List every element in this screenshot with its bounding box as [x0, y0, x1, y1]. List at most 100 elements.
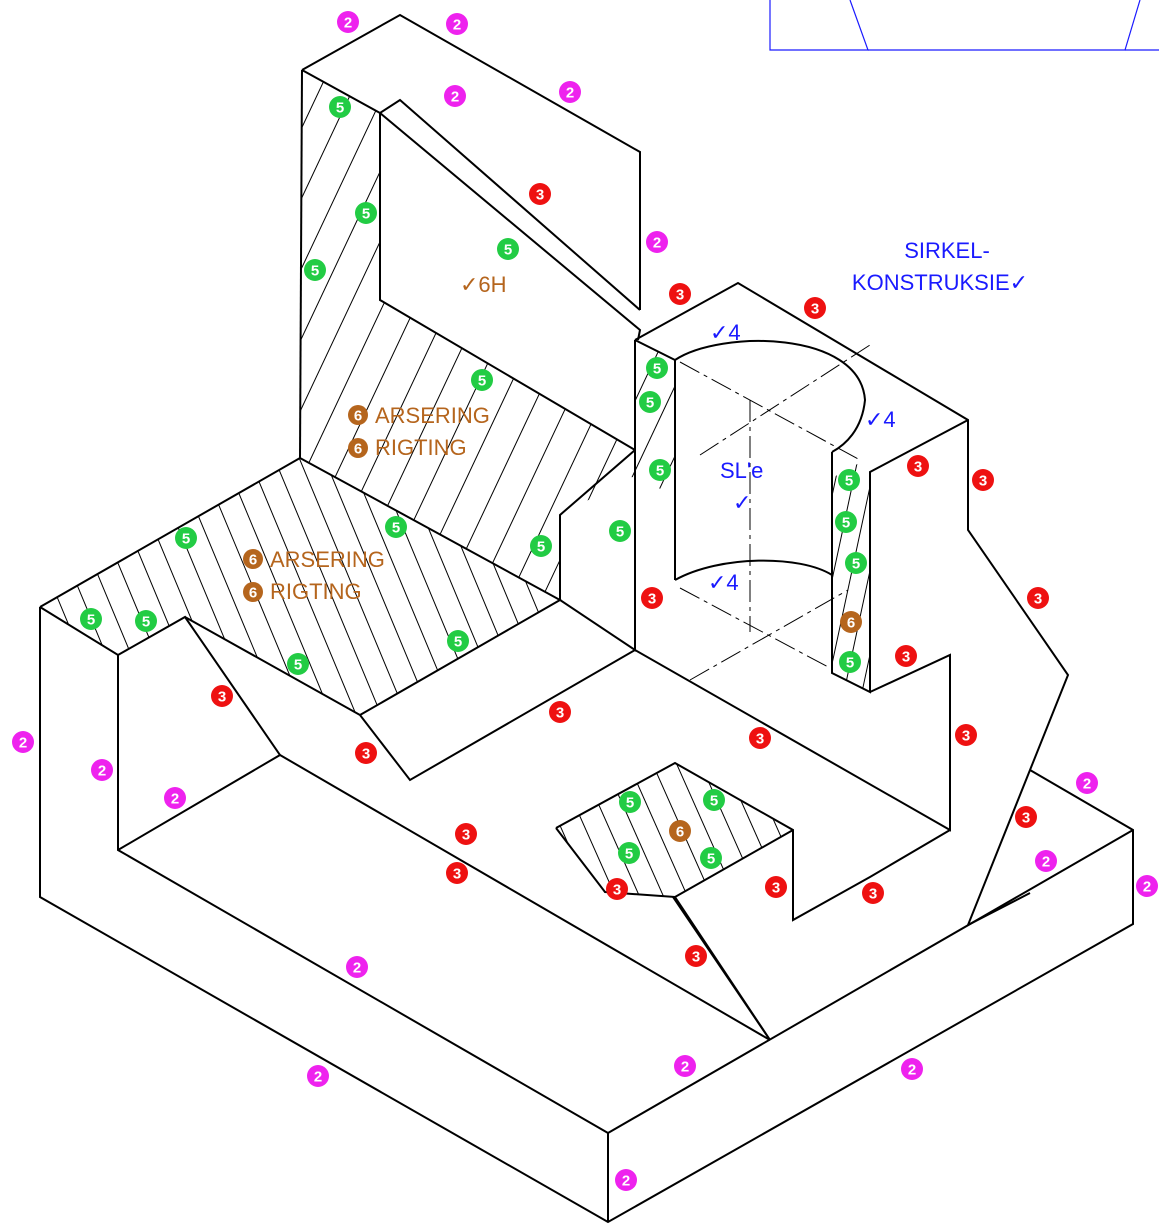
badge-circle — [895, 645, 917, 667]
badge-magenta-16: 2 — [615, 1169, 637, 1191]
badge-number: 6 — [847, 615, 855, 632]
badge-green-56: 5 — [839, 651, 861, 673]
badge-number: 3 — [962, 728, 970, 745]
badge-circle — [287, 653, 309, 675]
badge-number: 5 — [182, 531, 190, 548]
badge-circle — [840, 611, 862, 633]
badge-circle — [838, 469, 860, 491]
badge-magenta-7: 2 — [91, 759, 113, 781]
badge-circle — [135, 610, 157, 632]
circle-construction-label-line2: KONSTRUKSIE✓ — [852, 270, 1028, 295]
badge-magenta-15: 2 — [1136, 875, 1158, 897]
badge-number: 5 — [842, 515, 850, 532]
hatch-upper-label-line2: RIGTING — [375, 435, 467, 460]
badge-circle — [1136, 875, 1158, 897]
badge-circle — [91, 759, 113, 781]
badge-circle — [164, 787, 186, 809]
badge-number: 3 — [869, 886, 877, 903]
badge-circle — [530, 535, 552, 557]
badge-circle — [907, 455, 929, 477]
badge-number: 3 — [536, 187, 544, 204]
badge-red-30: 3 — [455, 823, 477, 845]
badge-number: 3 — [772, 880, 780, 897]
badge-green-42: 5 — [646, 357, 668, 379]
badge-circle — [669, 283, 691, 305]
badge-number: 6 — [676, 824, 684, 841]
badge-circle — [346, 956, 368, 978]
badge-number: 5 — [87, 612, 95, 629]
badge-brown-label-1: 6 — [348, 405, 368, 425]
badge-green-55: 5 — [845, 552, 867, 574]
badge-magenta-6: 2 — [12, 731, 34, 753]
badge-magenta-11: 2 — [674, 1055, 696, 1077]
svg-text:6: 6 — [249, 585, 257, 602]
badge-magenta-4: 2 — [559, 81, 581, 103]
badge-green-38: 5 — [355, 202, 377, 224]
badge-circle — [497, 238, 519, 260]
badge-red-17: 3 — [529, 183, 551, 205]
badge-magenta-9: 2 — [346, 956, 368, 978]
badge-circle — [646, 231, 668, 253]
badge-number: 3 — [648, 591, 656, 608]
badge-circle — [1076, 772, 1098, 794]
badge-circle — [641, 587, 663, 609]
badge-magenta-13: 2 — [1076, 772, 1098, 794]
badge-number: 5 — [710, 793, 718, 810]
badge-number: 2 — [314, 1069, 322, 1086]
svg-text:6: 6 — [354, 441, 362, 458]
badge-circle — [529, 183, 551, 205]
badge-number: 3 — [1034, 591, 1042, 608]
badge-number: 5 — [537, 539, 545, 556]
badge-brown-label-4: 6 — [243, 582, 263, 602]
badge-number: 2 — [98, 763, 106, 780]
badge-brown-label-2: 6 — [348, 438, 368, 458]
badge-number: 2 — [1143, 879, 1151, 896]
badge-circle — [1027, 587, 1049, 609]
badge-number: 5 — [616, 524, 624, 541]
badge-number: 5 — [504, 242, 512, 259]
circle-construction-label-line1: SIRKEL- — [904, 238, 990, 263]
badge-green-58: 5 — [703, 789, 725, 811]
badge-number: 2 — [1042, 854, 1050, 871]
badge-number: 5 — [845, 473, 853, 490]
badge-green-53: 5 — [838, 469, 860, 491]
badge-number: 5 — [625, 846, 633, 863]
badge-number: 5 — [846, 655, 854, 672]
object-edges — [39, 0, 1159, 1224]
badge-number: 2 — [344, 15, 352, 32]
badge-red-24: 3 — [895, 645, 917, 667]
badge-magenta-3: 2 — [444, 85, 466, 107]
badge-number: 3 — [613, 882, 621, 899]
badge-green-51: 5 — [287, 653, 309, 675]
badge-circle — [703, 789, 725, 811]
badge-circle — [355, 202, 377, 224]
check-4-right-label: ✓4 — [865, 407, 896, 432]
badge-circle — [862, 882, 884, 904]
badge-number: 3 — [979, 473, 987, 490]
badge-number: 3 — [453, 866, 461, 883]
badge-circle — [639, 391, 661, 413]
badge-red-21: 3 — [972, 469, 994, 491]
badge-red-29: 3 — [749, 727, 771, 749]
badge-red-19: 3 — [804, 297, 826, 319]
section-hatching — [40, 70, 870, 897]
badge-circle — [444, 85, 466, 107]
badge-circle — [307, 1065, 329, 1087]
badge-number: 2 — [353, 960, 361, 977]
badge-circle — [12, 731, 34, 753]
badge-brown-61: 6 — [840, 611, 862, 633]
badge-number: 3 — [218, 689, 226, 706]
badge-circle — [835, 511, 857, 533]
badge-red-25: 3 — [955, 724, 977, 746]
badge-red-34: 3 — [862, 882, 884, 904]
badge-number: 3 — [676, 287, 684, 304]
badge-number: 5 — [626, 795, 634, 812]
badge-number: 2 — [451, 89, 459, 106]
badge-circle — [1015, 806, 1037, 828]
badge-green-60: 5 — [700, 847, 722, 869]
badge-circle — [447, 630, 469, 652]
badge-number: 3 — [756, 731, 764, 748]
badge-red-22: 3 — [1027, 587, 1049, 609]
badge-circle — [749, 727, 771, 749]
